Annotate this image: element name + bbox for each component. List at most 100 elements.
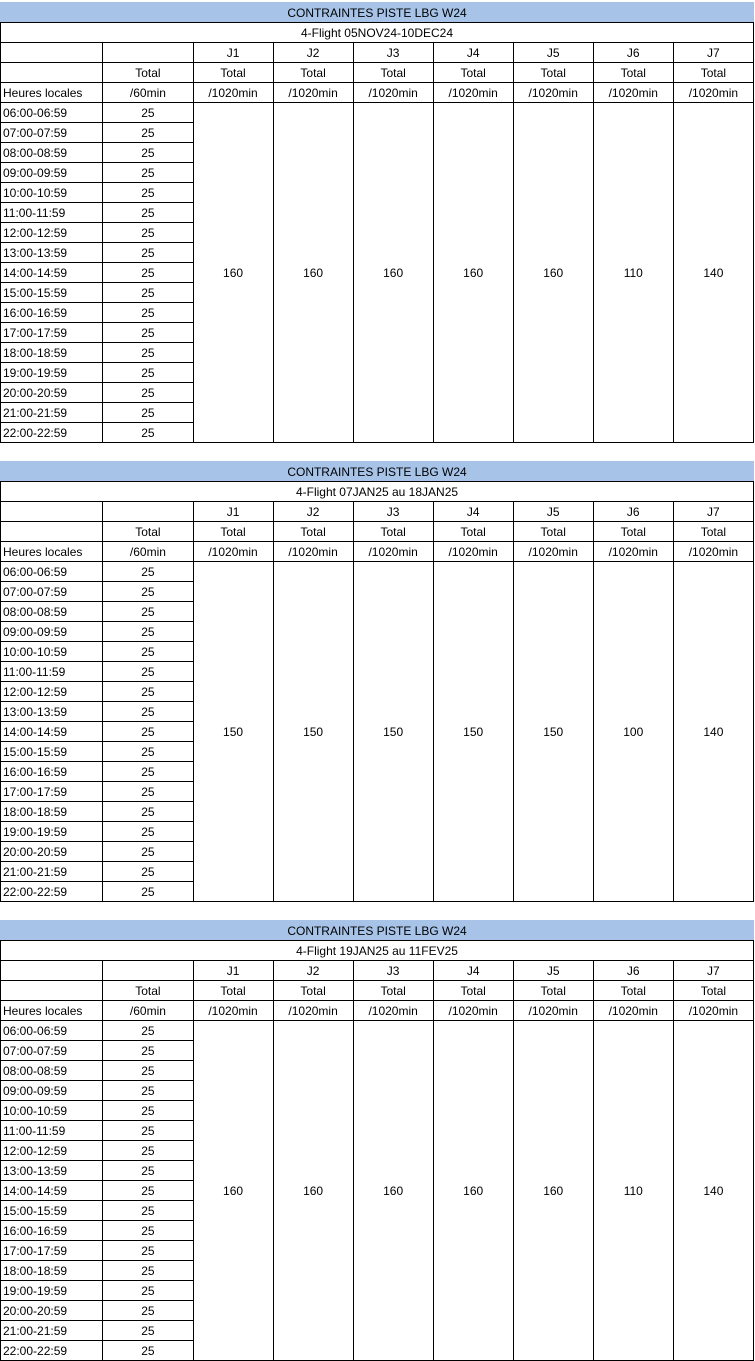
day-total-label: Total bbox=[352, 62, 434, 83]
hour-range: 09:00-09:59 bbox=[0, 1080, 104, 1101]
day-total-label: Total bbox=[512, 62, 594, 83]
hourly-capacity: 25 bbox=[102, 1340, 194, 1361]
hourly-capacity: 25 bbox=[102, 402, 194, 423]
day-header: J1 bbox=[192, 501, 274, 522]
per-day-unit: /1020min bbox=[592, 1000, 674, 1021]
hour-range: 13:00-13:59 bbox=[0, 1160, 104, 1181]
day-total-label: Total bbox=[432, 62, 514, 83]
hourly-capacity: 25 bbox=[102, 362, 194, 383]
per-day-unit: /1020min bbox=[672, 541, 755, 562]
hours-label: Heures locales bbox=[0, 541, 104, 562]
hour-range: 17:00-17:59 bbox=[0, 1240, 104, 1261]
per-hour-unit: /60min bbox=[102, 1000, 194, 1021]
hour-range: 19:00-19:59 bbox=[0, 821, 104, 842]
per-day-unit: /1020min bbox=[192, 541, 274, 562]
hour-range: 09:00-09:59 bbox=[0, 162, 104, 183]
hour-range: 12:00-12:59 bbox=[0, 222, 104, 243]
hourly-capacity: 25 bbox=[102, 721, 194, 742]
day-total-label: Total bbox=[592, 980, 674, 1001]
hourly-capacity: 25 bbox=[102, 741, 194, 762]
daily-capacity: 160 bbox=[272, 102, 354, 443]
per-hour-unit: /60min bbox=[102, 82, 194, 103]
day-header: J3 bbox=[352, 960, 434, 981]
hour-range: 19:00-19:59 bbox=[0, 362, 104, 383]
hour-range: 21:00-21:59 bbox=[0, 861, 104, 882]
hour-range: 12:00-12:59 bbox=[0, 681, 104, 702]
hourly-capacity: 25 bbox=[102, 821, 194, 842]
daily-capacity: 150 bbox=[352, 561, 434, 902]
day-header: J1 bbox=[192, 960, 274, 981]
blank-cell bbox=[0, 62, 104, 83]
per-day-unit: /1020min bbox=[592, 82, 674, 103]
hour-range: 18:00-18:59 bbox=[0, 342, 104, 363]
hourly-capacity: 25 bbox=[102, 561, 194, 582]
hour-range: 06:00-06:59 bbox=[0, 102, 104, 123]
hour-range: 13:00-13:59 bbox=[0, 242, 104, 263]
day-header: J4 bbox=[432, 501, 514, 522]
hourly-capacity: 25 bbox=[102, 861, 194, 882]
daily-capacity: 160 bbox=[432, 102, 514, 443]
hour-range: 10:00-10:59 bbox=[0, 641, 104, 662]
per-day-unit: /1020min bbox=[512, 82, 594, 103]
per-day-unit: /1020min bbox=[432, 82, 514, 103]
hourly-capacity: 25 bbox=[102, 1220, 194, 1241]
daily-capacity: 140 bbox=[672, 102, 755, 443]
hourly-capacity: 25 bbox=[102, 142, 194, 163]
hourly-capacity: 25 bbox=[102, 202, 194, 223]
daily-capacity: 150 bbox=[192, 561, 274, 902]
day-total-label: Total bbox=[272, 62, 354, 83]
hourly-capacity: 25 bbox=[102, 1260, 194, 1281]
hour-range: 11:00-11:59 bbox=[0, 661, 104, 682]
hourly-capacity: 25 bbox=[102, 621, 194, 642]
table-period: 4-Flight 05NOV24-10DEC24 bbox=[0, 22, 754, 43]
hourly-capacity: 25 bbox=[102, 1140, 194, 1161]
hour-range: 10:00-10:59 bbox=[0, 1100, 104, 1121]
daily-capacity: 140 bbox=[672, 1020, 755, 1361]
daily-capacity: 160 bbox=[352, 102, 434, 443]
hourly-capacity: 25 bbox=[102, 761, 194, 782]
hour-range: 14:00-14:59 bbox=[0, 721, 104, 742]
daily-capacity: 160 bbox=[192, 1020, 274, 1361]
hourly-capacity: 25 bbox=[102, 222, 194, 243]
hourly-capacity: 25 bbox=[102, 1120, 194, 1141]
day-total-label: Total bbox=[592, 521, 674, 542]
daily-capacity: 160 bbox=[192, 102, 274, 443]
day-total-label: Total bbox=[192, 62, 274, 83]
hourly-capacity: 25 bbox=[102, 581, 194, 602]
hourly-capacity: 25 bbox=[102, 841, 194, 862]
per-day-unit: /1020min bbox=[352, 82, 434, 103]
day-total-label: Total bbox=[512, 521, 594, 542]
hour-range: 20:00-20:59 bbox=[0, 1300, 104, 1321]
hourly-capacity: 25 bbox=[102, 1180, 194, 1201]
per-day-unit: /1020min bbox=[272, 82, 354, 103]
hourly-capacity: 25 bbox=[102, 162, 194, 183]
hourly-capacity: 25 bbox=[102, 102, 194, 123]
hour-range: 09:00-09:59 bbox=[0, 621, 104, 642]
day-total-label: Total bbox=[672, 62, 755, 83]
hourly-capacity: 25 bbox=[102, 601, 194, 622]
day-header: J2 bbox=[272, 42, 354, 63]
day-header: J6 bbox=[592, 501, 674, 522]
hourly-capacity: 25 bbox=[102, 881, 194, 902]
day-total-label: Total bbox=[272, 980, 354, 1001]
per-hour-unit: /60min bbox=[102, 541, 194, 562]
hour-range: 08:00-08:59 bbox=[0, 601, 104, 622]
hour-range: 11:00-11:59 bbox=[0, 1120, 104, 1141]
hour-range: 12:00-12:59 bbox=[0, 1140, 104, 1161]
day-header: J5 bbox=[512, 42, 594, 63]
blank-cell bbox=[0, 501, 104, 522]
hour-range: 15:00-15:59 bbox=[0, 1200, 104, 1221]
